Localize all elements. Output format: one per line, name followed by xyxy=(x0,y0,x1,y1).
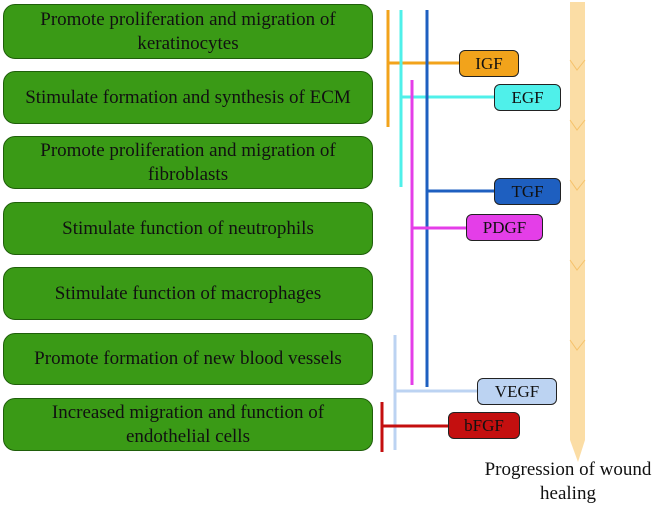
function-label: Stimulate function of macrophages xyxy=(54,282,322,304)
function-box-macrophages: Stimulate function of macrophages xyxy=(3,267,373,320)
function-label: Promote proliferation and migration of k… xyxy=(40,8,336,54)
progression-arrow xyxy=(569,2,586,462)
function-label: Promote formation of new blood vessels xyxy=(34,348,342,370)
function-box-blood-vessels: Promote formation of new blood vessels xyxy=(3,333,373,385)
function-box-keratinocytes: Promote proliferation and migration of k… xyxy=(3,4,373,59)
tag-egf: EGF xyxy=(494,84,561,111)
tag-label: TGF xyxy=(511,181,544,201)
function-label: Stimulate formation and synthesis of ECM xyxy=(25,86,351,108)
function-box-ecm: Stimulate formation and synthesis of ECM xyxy=(3,71,373,124)
function-box-endothelial: Increased migration and function of endo… xyxy=(3,398,373,451)
progression-caption: Progression of wound healing xyxy=(484,459,652,504)
tag-tgf: TGF xyxy=(494,178,561,205)
function-box-fibroblasts: Promote proliferation and migration of f… xyxy=(3,136,373,189)
pdgf-connector xyxy=(410,80,466,385)
igf-connector xyxy=(386,10,460,127)
tag-label: PDGF xyxy=(482,217,527,237)
function-label: Stimulate function of neutrophils xyxy=(62,217,314,239)
function-label: Promote proliferation and migration of f… xyxy=(40,139,336,185)
function-box-neutrophils: Stimulate function of neutrophils xyxy=(3,202,373,255)
tag-pdgf: PDGF xyxy=(466,214,543,241)
vegf-connector xyxy=(393,335,477,450)
tag-label: IGF xyxy=(475,53,503,73)
egf-connector xyxy=(399,10,494,187)
tag-igf: IGF xyxy=(459,50,519,77)
tag-label: VEGF xyxy=(494,381,540,401)
tag-bfgf: bFGF xyxy=(448,412,520,439)
tag-label: EGF xyxy=(511,87,544,107)
tag-label: bFGF xyxy=(464,415,504,435)
tag-vegf: VEGF xyxy=(477,378,557,405)
tgf-connector xyxy=(425,10,494,387)
bfgf-connector xyxy=(380,402,448,452)
function-label: Increased migration and function of endo… xyxy=(51,401,325,447)
